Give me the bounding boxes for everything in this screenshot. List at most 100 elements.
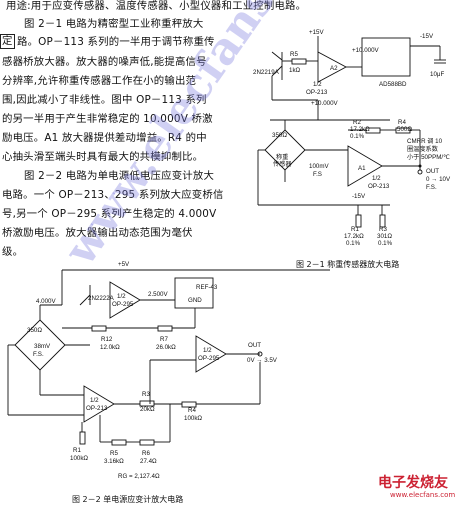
fig1-r4-resistor (395, 127, 411, 134)
fig2-mv-label: 38mV (34, 343, 51, 350)
fig1-r2-value: 17.2kΩ (350, 126, 370, 133)
fig1-r3-resistor (379, 214, 386, 228)
fig1-cap-label: 10μF (430, 71, 444, 78)
fig2-out-terminal (257, 351, 263, 357)
fig1-out-fs: F.S. (426, 184, 437, 191)
fig2-r4-resistor (181, 401, 197, 408)
fig2-half-1: 1/2 (117, 293, 126, 300)
text-line-8: 励电压。A1 放大器提供差动增益。R4 的中 (2, 132, 207, 144)
fig2-r6-value: 27.4Ω (140, 458, 157, 465)
fig1-r1-label: R1 (351, 226, 359, 233)
fig1-r5-value: 1kΩ (289, 67, 301, 74)
fig1-a1-half: 1/2 (372, 175, 381, 182)
text-line-10: 图 2－2 电路为单电源低电压应变计放大 (24, 170, 215, 182)
fig2-r3-resistor (139, 400, 155, 407)
fig2-r4-value: 100kΩ (184, 415, 202, 422)
fig2-op213 (83, 385, 115, 423)
fig1-out-range: 0 → 10V (426, 176, 451, 183)
fig1-a2-half: 1/2 (313, 81, 322, 88)
text-line-2: 图 2－1 电路为精密型工业称重秤放大 (24, 18, 204, 30)
fig2-op295-top (109, 281, 141, 319)
text-line-7: 的另一半用于产生非常稳定的 10.000V 桥激 (2, 113, 213, 125)
text-line-11: 电路。一个 OP－213、295 系列放大应变桥信 (2, 189, 224, 201)
fig1-ad588-label: AD588BD (379, 81, 407, 88)
fig2-half-2: 1/2 (90, 397, 99, 404)
fig2-ref43-chip (174, 277, 214, 309)
fig1-r1-resistor (355, 214, 362, 228)
fig2-caption: 图 2－2 单电源应变计放大电路 (72, 495, 184, 504)
fig2-r350-label: 350Ω (27, 327, 42, 334)
text-line-1: 用途:用于应变传感器、温度传感器、小型仪器和工业控制电路。 (6, 0, 307, 12)
fig2-r7-resistor (157, 325, 173, 332)
fig2-r5-value: 3.16kΩ (104, 458, 124, 465)
fig1-r1-tol: 0.1% (346, 240, 361, 247)
fig1-r2-label: R2 (353, 119, 361, 126)
fig1-a1-label: A1 (358, 165, 366, 172)
fig1-r3-tol: 0.1% (378, 240, 393, 247)
fig2-ref43-label: REF-43 (196, 284, 218, 291)
fig2-r7-value: 26.0kΩ (156, 344, 176, 351)
text-line-4: 感器桥放大器。放大器的噪声低,能提高信号 (2, 56, 207, 68)
text-line-14: 级。 (2, 246, 24, 258)
fig1-ref10-label: +10.000V (352, 47, 380, 54)
fig2-r3-value: 20kΩ (140, 406, 155, 413)
fig1-minus15-label: -15V (420, 33, 434, 40)
text-line-3-mark: 定 (0, 34, 15, 49)
text-line-6: 围,因此减小了非线性。图中 OP－113 系列 (2, 94, 207, 106)
fig1-r4-value: 500Ω (397, 126, 412, 133)
fig1-r3-label: R3 (379, 226, 387, 233)
fig1-r3-value: 301Ω (377, 233, 392, 240)
watermark-logo: 电子发烧友 (378, 475, 448, 491)
fig2-r3-label: R3 (142, 391, 150, 398)
figure-2-1-schematic: +15V A2 1/2 OP-213 R5 1kΩ 2N2219A +10.00… (253, 29, 451, 247)
fig1-a2-op: OP-213 (306, 89, 328, 96)
fig1-caption: 图 2－1 称重传感器放大电路 (296, 260, 400, 269)
fig1-cmrr-2: 圈温度系数 (407, 145, 439, 153)
watermark-logo-url: www.elecfans.com (390, 491, 456, 499)
fig2-r7-label: R7 (160, 336, 168, 343)
fig2-r1-label: R1 (73, 447, 81, 454)
fig1-v10-label: +10.000V (311, 100, 339, 107)
fig2-transistor-label: 2N2222A (88, 295, 115, 302)
fig1-plus15-label: +15V (309, 29, 324, 36)
fig2-v4-label: 4.000V (36, 298, 56, 305)
fig1-out-label: OUT (426, 168, 439, 175)
fig1-r4-label: R4 (398, 119, 406, 126)
fig1-a2-label: A2 (330, 65, 338, 72)
fig1-out-terminal (417, 169, 423, 175)
text-line-3: 路。OP－113 系列的一半用于调节称重传 (17, 36, 215, 48)
fig1-r2-resistor (365, 127, 381, 134)
fig1-cmrr-1: CMRR 调 10 (407, 137, 443, 145)
fig1-r5-label: R5 (290, 51, 298, 58)
fig2-rg-label: RG = 2,127.4Ω (118, 473, 160, 480)
fig1-ad588-chip (361, 37, 411, 77)
fig1-sensor-label-2: 传感器 (273, 160, 292, 168)
fig1-r2-tol: 0.1% (350, 133, 365, 140)
fig2-op213-label: OP-213 (86, 405, 108, 412)
fig2-half-3: 1/2 (203, 347, 212, 354)
fig2-r5-resistor (111, 439, 127, 446)
fig2-out-label: OUT (248, 342, 261, 349)
fig2-out-range: 0V → 3.5V (247, 357, 278, 364)
fig2-r12-label: R12 (101, 336, 113, 343)
fig2-r5-label: R5 (110, 450, 118, 457)
fig1-r5-resistor (291, 58, 307, 65)
figure-2-2-schematic: +5V 4.000V 2N2222A 1/2 OP-295 2.500V REF… (7, 261, 330, 480)
fig2-r4-label: R4 (188, 407, 196, 414)
fig2-r1-resistor (79, 431, 86, 445)
text-line-5: 分辨率,允许称重传感器工作在小的输出范 (2, 75, 197, 87)
fig1-a1-op: OP-213 (368, 183, 390, 190)
fig1-a2-amplifier (317, 51, 347, 83)
text-line-12: 号,另一个 OP－295 系列产生稳定的 4.000V (2, 208, 217, 220)
fig2-plus5-label: +5V (118, 261, 130, 268)
text-line-9: 心抽头滑至端头时具有最大的共模抑制比。 (2, 151, 204, 163)
fig1-r350-label: 350Ω (272, 132, 287, 139)
fig1-fs-label: F.S (313, 171, 322, 178)
fig1-cmrr-3: 小于 50PPM/℃ (407, 153, 450, 161)
fig2-op295-out-label: OP-295 (198, 355, 220, 362)
fig2-r1-value: 100kΩ (70, 455, 88, 462)
fig2-r6-resistor (139, 439, 155, 446)
fig2-r6-label: R6 (142, 450, 150, 457)
fig2-r12-resistor (91, 325, 107, 332)
